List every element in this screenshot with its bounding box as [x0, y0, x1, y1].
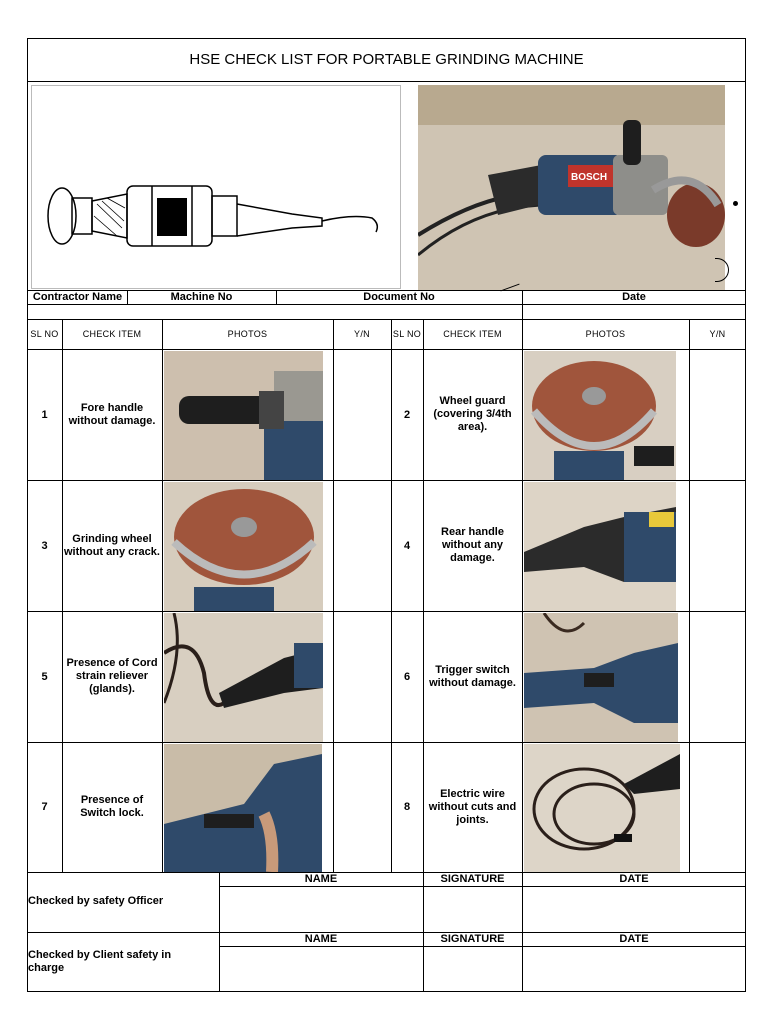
header-yn-2: Y/N — [709, 329, 726, 339]
officer-signature-header: SIGNATURE — [440, 873, 505, 885]
officer-name-field[interactable] — [220, 887, 423, 932]
check-item-6: Trigger switch without damage. — [429, 663, 516, 689]
sl-6: 6 — [403, 670, 411, 683]
officer-date-header: DATE — [619, 873, 649, 885]
photo-rear-handle — [524, 482, 676, 611]
checklist-frame — [27, 38, 746, 992]
checked-by-client-label: Checked by Client safety in charge — [28, 949, 172, 974]
photo-grinding-wheel — [164, 482, 323, 611]
officer-signature-field[interactable] — [424, 887, 522, 932]
contractor-name-label: Contractor Name — [32, 291, 123, 303]
bullet-dot — [733, 201, 738, 206]
client-date-field[interactable] — [523, 947, 745, 991]
header-sl-no: SL NO — [30, 329, 59, 339]
sl-1: 1 — [41, 408, 48, 421]
yn-cell-2[interactable] — [689, 349, 746, 480]
check-item-4: Rear handle without any damage. — [441, 526, 504, 564]
sl-4: 4 — [403, 539, 411, 552]
yn-cell-4[interactable] — [689, 480, 746, 611]
header-yn: Y/N — [354, 329, 370, 339]
sl-3: 3 — [41, 539, 48, 552]
machine-no-label: Machine No — [170, 291, 233, 303]
sl-5: 5 — [41, 670, 48, 683]
client-name-field[interactable] — [220, 947, 423, 991]
header-photos: PHOTOS — [227, 329, 268, 339]
check-item-7: Presence of Switch lock. — [80, 794, 144, 819]
officer-name-header: NAME — [304, 873, 338, 885]
client-signature-header: SIGNATURE — [440, 933, 505, 945]
yn-cell-6[interactable] — [689, 611, 746, 742]
yn-cell-3[interactable] — [333, 480, 391, 611]
photo-cord-strain-reliever — [164, 613, 323, 742]
photo-trigger-switch — [524, 613, 678, 742]
brand-label: BOSCH — [571, 172, 607, 183]
yn-cell-5[interactable] — [333, 611, 391, 742]
check-item-8: Electric wire without cuts and joints. — [428, 787, 517, 826]
yn-cell-7[interactable] — [333, 742, 391, 872]
header-sl-no-2: SL NO — [392, 329, 422, 339]
photo-switch-lock — [164, 744, 322, 872]
yn-cell-1[interactable] — [333, 349, 391, 480]
page-title: HSE CHECK LIST FOR PORTABLE GRINDING MAC… — [27, 38, 746, 82]
client-signature-field[interactable] — [424, 947, 522, 991]
sl-2: 2 — [403, 408, 411, 421]
sl-7: 7 — [41, 801, 48, 813]
grinder-line-drawing — [31, 85, 401, 289]
check-item-2: Wheel guard (covering 3/4th area). — [433, 395, 512, 433]
client-name-header: NAME — [304, 933, 338, 945]
grinder-photo: BOSCH — [418, 85, 725, 290]
checked-by-officer-label: Checked by safety Officer — [28, 895, 164, 907]
photo-wheel-guard — [524, 351, 676, 480]
header-check-item: CHECK ITEM — [82, 329, 142, 339]
photo-fore-handle — [164, 351, 323, 480]
document-no-label: Document No — [363, 291, 435, 303]
header-check-item-2: CHECK ITEM — [443, 329, 502, 339]
sl-8: 8 — [403, 801, 411, 813]
client-date-header: DATE — [619, 933, 649, 945]
yn-cell-8[interactable] — [689, 742, 746, 872]
photo-electric-wire — [524, 744, 680, 872]
officer-date-field[interactable] — [523, 887, 745, 932]
check-item-1: Fore handle without damage. — [68, 401, 156, 427]
header-photos-2: PHOTOS — [585, 329, 626, 339]
date-label: Date — [622, 291, 646, 303]
check-item-5: Presence of Cord strain reliever (glands… — [66, 657, 158, 695]
check-item-3: Grinding wheel without any crack. — [64, 532, 160, 558]
